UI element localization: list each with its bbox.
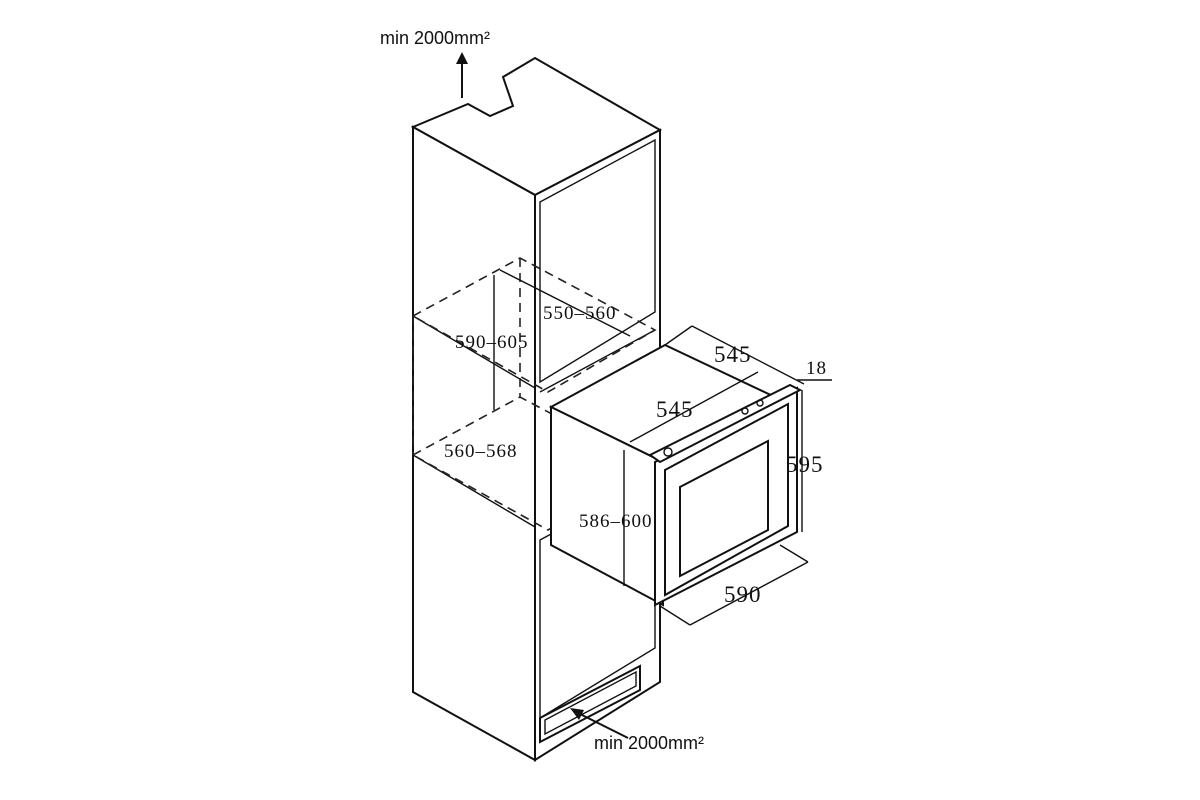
oven-depth-top-label: 545	[714, 342, 752, 367]
oven-front-thickness-label: 18	[806, 358, 827, 379]
niche-width-label: 560–568	[444, 441, 518, 462]
oven-body-height-label: 586–600	[579, 511, 653, 532]
dim-590-line	[689, 561, 809, 626]
top-vent-arrow-head	[456, 52, 468, 64]
dim-545-top-line	[691, 325, 805, 385]
niche-top-dashed	[411, 257, 657, 393]
bottom-vent-plinth	[539, 664, 641, 744]
oven-door-frame	[664, 402, 789, 597]
niche-height-label: 590–605	[455, 332, 529, 353]
dim-545-side-line	[629, 371, 759, 443]
top-vent-label: min 2000mm²	[380, 28, 490, 48]
bottom-vent-opening	[544, 670, 637, 736]
niche-depth-dim-line	[499, 269, 631, 337]
bottom-vent-label: min 2000mm²	[594, 733, 704, 753]
dim-590-ext-left	[659, 605, 691, 626]
bottom-vent-arrow-head	[570, 708, 584, 720]
oven-front-width-label: 590	[724, 582, 762, 607]
niche-shelf-line	[539, 329, 656, 393]
control-knob-right	[756, 399, 764, 407]
oven-door-window	[679, 439, 769, 578]
niche-depth-label: 550–560	[543, 303, 617, 324]
control-knob-left	[663, 447, 673, 457]
oven-depth-side-label: 545	[656, 397, 694, 422]
bottom-vent-arrow-shaft	[575, 711, 629, 739]
dim-590-ext-right	[779, 544, 809, 563]
vent-arrows	[456, 52, 629, 739]
dim-545-top-ext	[664, 325, 693, 346]
oven-dimension-lines	[629, 325, 832, 626]
oven-side-body	[550, 405, 664, 607]
upper-front-panel	[539, 138, 656, 384]
oven-front-height-label: 595	[786, 452, 824, 477]
oven	[548, 343, 803, 607]
control-knob-mid	[741, 407, 749, 415]
